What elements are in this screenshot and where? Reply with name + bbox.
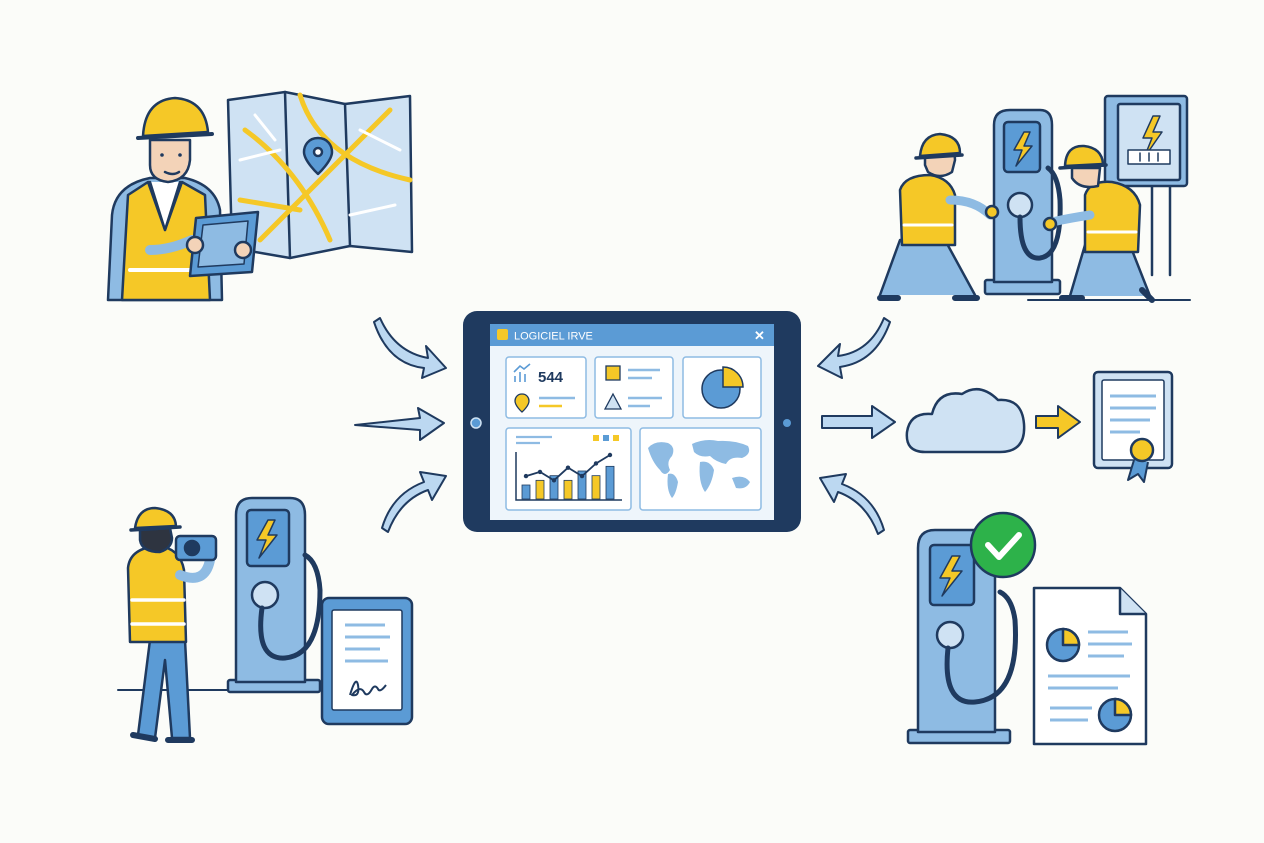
- square-icon: [605, 365, 621, 381]
- dashboard-bar: [591, 475, 601, 500]
- city-map-icon: [226, 90, 414, 260]
- window-title-bar: [490, 324, 774, 346]
- tablet-right-camera: [783, 419, 791, 427]
- dashboard-bars: [521, 465, 615, 500]
- dashboard-bar: [577, 470, 587, 500]
- dashboard-trend-point: [523, 473, 529, 479]
- dashboard-bar: [563, 479, 573, 500]
- arrow-mid-left: [354, 407, 445, 441]
- arrow-to-cloud: [821, 405, 896, 439]
- report-document-icon: [1032, 586, 1148, 746]
- close-icon[interactable]: ✕: [754, 328, 765, 343]
- triangle-icon: [603, 392, 623, 410]
- world-map-icon: [648, 440, 750, 498]
- arrow-top-left: [373, 317, 447, 379]
- world-map-card[interactable]: [639, 427, 762, 511]
- shapes-card[interactable]: [594, 356, 674, 419]
- dashboard-trend-point: [565, 465, 571, 470]
- cloud-to-certificate-arrow: [1035, 405, 1081, 439]
- dashboard-bar: [521, 484, 531, 500]
- location-pin-icon: [514, 393, 530, 413]
- dashboard-bar: [535, 479, 545, 500]
- dashboard-trend-point: [593, 461, 599, 466]
- dashboard-trend-point: [537, 469, 543, 475]
- cloud-icon: [905, 387, 1026, 454]
- flow-arrows: [354, 317, 896, 535]
- dashboard-bar: [605, 465, 615, 500]
- certificate-icon: [1092, 370, 1174, 483]
- chart-card[interactable]: [505, 427, 632, 511]
- technicians-installing-charger-icon: [877, 94, 1191, 303]
- ev-plug-logo-icon: [497, 329, 508, 340]
- validated-charger-icon: [906, 511, 1037, 745]
- central-tablet: LOGICIEL IRVE ✕ 544: [463, 311, 801, 532]
- arrow-bottom-left: [381, 471, 447, 533]
- dashboard-bar: [549, 475, 559, 500]
- trend-chart-icon: [513, 363, 531, 382]
- dashboard-trend-point: [579, 473, 585, 479]
- arrow-top-right: [817, 317, 891, 379]
- window-title: LOGICIEL IRVE: [514, 331, 593, 343]
- electrical-panel-icon: [1103, 94, 1189, 277]
- dashboard-trend-point: [607, 452, 613, 458]
- inspector-photographing-charger-icon: [117, 496, 323, 743]
- dashboard-trend-point: [551, 478, 557, 483]
- pie-card[interactable]: [682, 356, 762, 419]
- dashboard-trend-dots: [523, 452, 613, 483]
- tablet-left-button[interactable]: [470, 417, 482, 429]
- signed-tablet-icon: [320, 596, 414, 726]
- kpi-value: 544: [538, 369, 564, 386]
- surveyor-with-tablet-icon: [106, 90, 414, 302]
- kpi-card[interactable]: 544: [505, 356, 587, 419]
- arrow-bottom-right: [819, 473, 885, 535]
